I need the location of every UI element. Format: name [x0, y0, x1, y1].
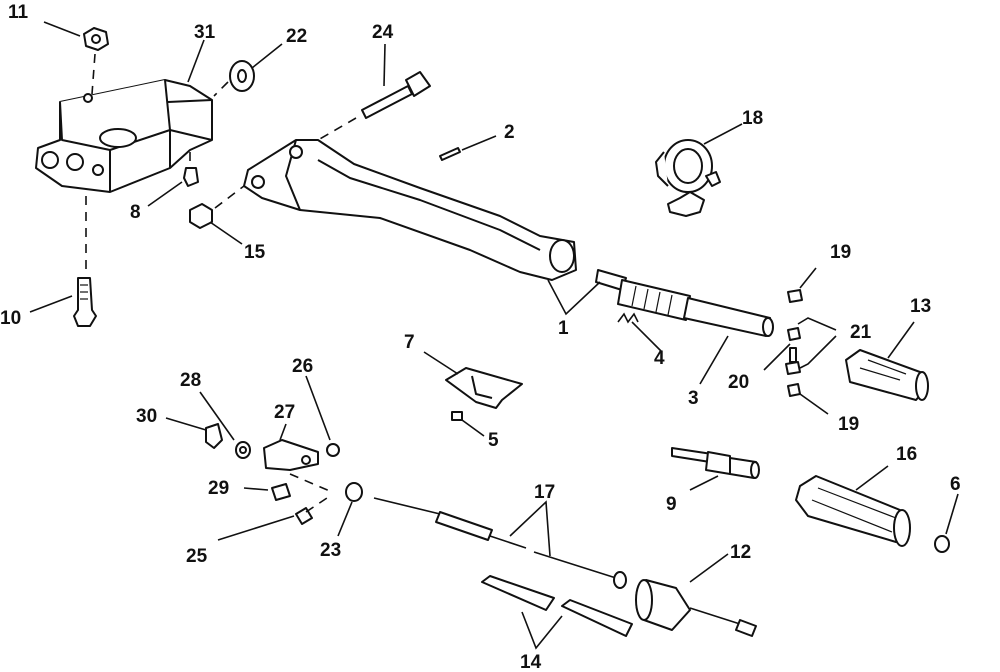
washer-part	[229, 60, 255, 92]
callout-19-bottom: 19	[838, 414, 859, 435]
callout-7: 7	[404, 332, 415, 353]
cap-part	[934, 535, 950, 553]
large-grip-part	[795, 475, 911, 547]
screw-part	[451, 411, 463, 421]
callout-9: 9	[666, 494, 677, 515]
callout-10: 10	[0, 308, 21, 329]
long-bolt-part	[361, 71, 431, 119]
callout-20: 20	[728, 372, 749, 393]
callout-4: 4	[654, 348, 665, 369]
tubes-part	[481, 575, 633, 637]
nut-part-2	[189, 203, 213, 229]
callout-1: 1	[558, 318, 569, 339]
callout-27: 27	[274, 402, 295, 423]
callout-18: 18	[742, 108, 763, 129]
grease-fitting-part	[183, 152, 199, 187]
grip-part	[845, 349, 929, 401]
nut-part	[83, 27, 109, 51]
swivel-bracket-part	[35, 79, 213, 193]
detent-parts	[785, 289, 803, 397]
callout-labels: 11 31 22 24 2 18 8 15 10 1 4 3 19 21 20 …	[0, 2, 961, 672]
throttle-shaft-part	[595, 269, 774, 337]
callout-17: 17	[534, 482, 555, 503]
callout-16: 16	[896, 444, 917, 465]
callout-30: 30	[136, 406, 157, 427]
leader-lines	[29, 21, 959, 650]
callout-24: 24	[372, 22, 394, 43]
link-parts	[205, 423, 363, 525]
callout-13: 13	[910, 296, 931, 317]
callout-19-top: 19	[830, 242, 851, 263]
callout-3: 3	[688, 388, 699, 409]
callout-31: 31	[194, 22, 216, 43]
callout-15: 15	[244, 242, 266, 263]
cable-housing-part	[635, 579, 757, 637]
pin-part	[439, 147, 461, 161]
callout-21: 21	[850, 322, 872, 343]
tiller-arm-part	[243, 139, 577, 281]
switch-part	[671, 447, 760, 479]
callout-11: 11	[8, 2, 29, 23]
callout-14: 14	[520, 652, 542, 672]
callout-25: 25	[186, 546, 208, 567]
friction-device-part	[655, 139, 721, 217]
callout-26: 26	[292, 356, 313, 377]
callout-8: 8	[130, 202, 141, 223]
callout-5: 5	[488, 430, 499, 451]
callout-12: 12	[730, 542, 751, 563]
throttle-cable-part	[373, 497, 627, 589]
callout-23: 23	[320, 540, 341, 561]
spring-part	[617, 312, 639, 324]
callout-2: 2	[504, 122, 515, 143]
callout-22: 22	[286, 26, 307, 47]
bracket-part	[445, 367, 523, 409]
callout-29: 29	[208, 478, 229, 499]
callout-6: 6	[950, 474, 961, 495]
callout-28: 28	[180, 370, 201, 391]
bolt-part	[73, 277, 97, 327]
